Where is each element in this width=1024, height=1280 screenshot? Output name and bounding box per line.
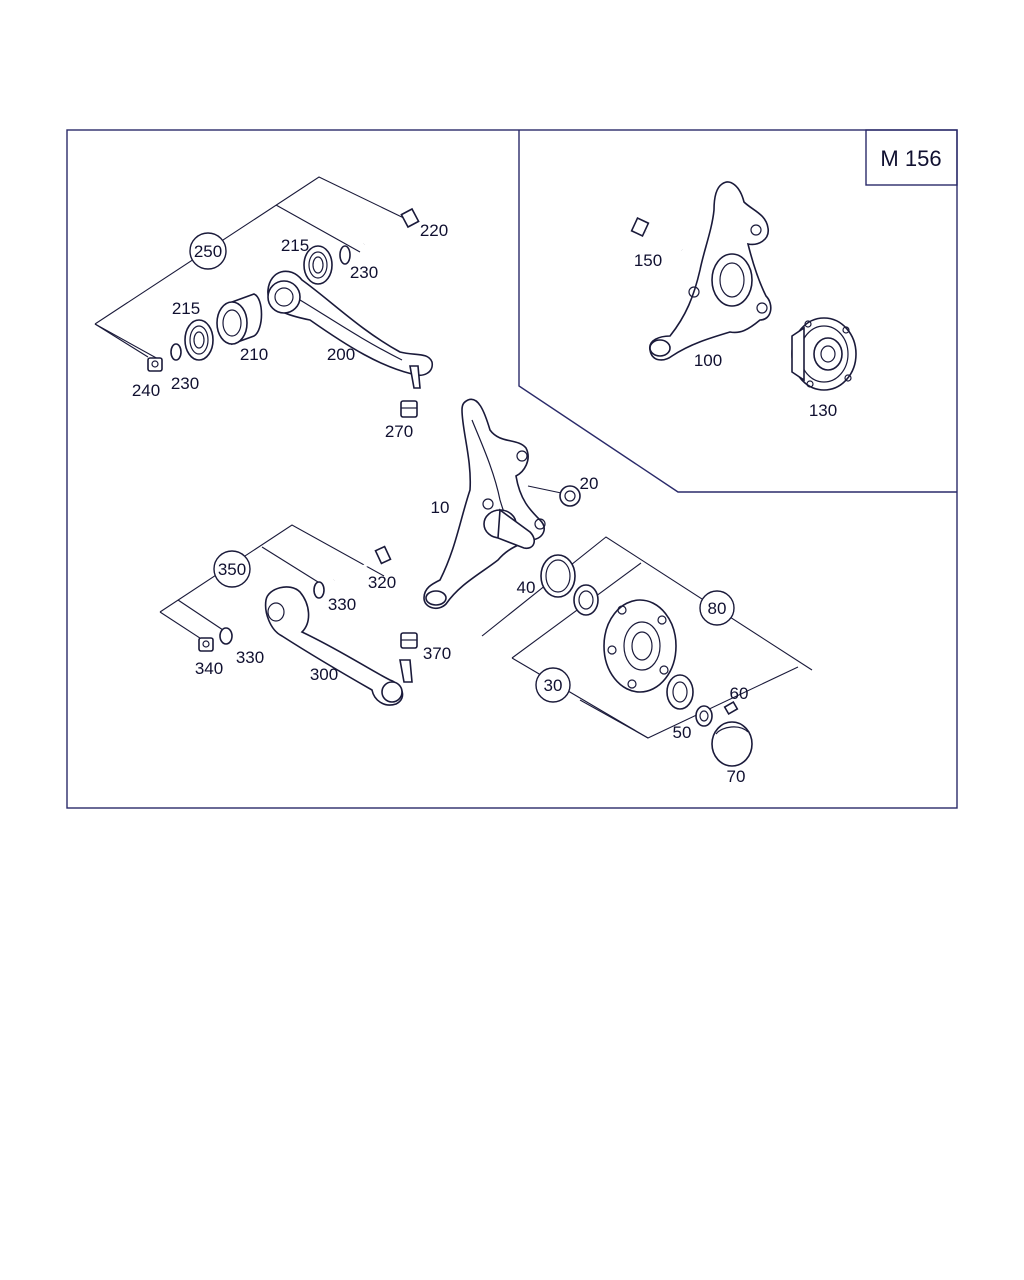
washer-230-left [170, 343, 182, 361]
callout-220: 220 [420, 221, 448, 240]
bushing-215-left [184, 319, 214, 361]
callout-230-left: 230 [171, 374, 199, 393]
control-arm-200 [267, 270, 434, 389]
nut-270 [400, 400, 418, 418]
callout-230-top: 230 [350, 263, 378, 282]
callout-340: 340 [195, 659, 223, 678]
washer-330-left [219, 627, 233, 645]
steering-knuckle-100 [649, 181, 772, 361]
model-code: M 156 [880, 146, 941, 171]
callout-80: 80 [708, 599, 727, 618]
callout-50: 50 [673, 723, 692, 742]
callout-130: 130 [809, 401, 837, 420]
nut-370 [400, 632, 418, 649]
lower-arm-group [159, 524, 418, 706]
callout-labels: 250 220 215 230 215 210 200 240 230 270 … [132, 221, 837, 786]
group-80-bracket [481, 536, 813, 671]
group-250-bracket [94, 176, 409, 325]
bushing-210 [216, 293, 263, 346]
bolt-220 [363, 207, 420, 246]
callout-240: 240 [132, 381, 160, 400]
upper-arm-group [94, 176, 434, 418]
inset-panel-border [518, 130, 957, 493]
diagram-frame [66, 129, 958, 809]
bushing-215-top [303, 245, 333, 285]
callout-60: 60 [730, 684, 749, 703]
group-350-bracket [159, 524, 385, 613]
callout-300: 300 [310, 665, 338, 684]
callout-320: 320 [368, 573, 396, 592]
callout-350: 350 [218, 560, 246, 579]
callout-215-left: 215 [172, 299, 200, 318]
screw-60 [723, 700, 739, 716]
seal-40 [540, 554, 576, 598]
wheel-hub-group [481, 536, 813, 767]
callout-270: 270 [385, 422, 413, 441]
callout-210: 210 [240, 345, 268, 364]
dust-cap-70 [711, 721, 753, 767]
model-code-box [865, 129, 958, 186]
callout-215-top: 215 [281, 236, 309, 255]
callout-70: 70 [727, 767, 746, 786]
callout-100: 100 [694, 351, 722, 370]
callout-330-top: 330 [328, 595, 356, 614]
callout-30: 30 [544, 676, 563, 695]
nut-240 [147, 357, 163, 372]
bolt-150 [630, 217, 683, 252]
callout-bubble-80 [699, 590, 735, 626]
callout-bubble-350 [213, 550, 251, 588]
callout-40: 40 [517, 578, 536, 597]
wheel-hub-flange [603, 599, 677, 693]
nut-340 [198, 637, 214, 652]
callout-330-left: 330 [236, 648, 264, 667]
axle-nut-50 [695, 705, 713, 727]
washer-330-top [313, 581, 325, 599]
bushing-20 [527, 485, 581, 507]
wheel-bearing [666, 674, 694, 710]
hub-assembly-130 [791, 317, 857, 391]
washer-230-top [339, 245, 351, 265]
callout-bubble-30 [535, 667, 571, 703]
lower-arm-300 [264, 586, 413, 706]
callout-bubble-250 [189, 232, 227, 270]
callout-20: 20 [580, 474, 599, 493]
callout-370: 370 [423, 644, 451, 663]
bolt-320 [333, 545, 392, 582]
bearing-ring [573, 584, 599, 616]
callout-10: 10 [431, 498, 450, 517]
callout-250: 250 [194, 242, 222, 261]
steering-knuckle-10 [423, 398, 546, 610]
callout-200: 200 [327, 345, 355, 364]
callout-150: 150 [634, 251, 662, 270]
